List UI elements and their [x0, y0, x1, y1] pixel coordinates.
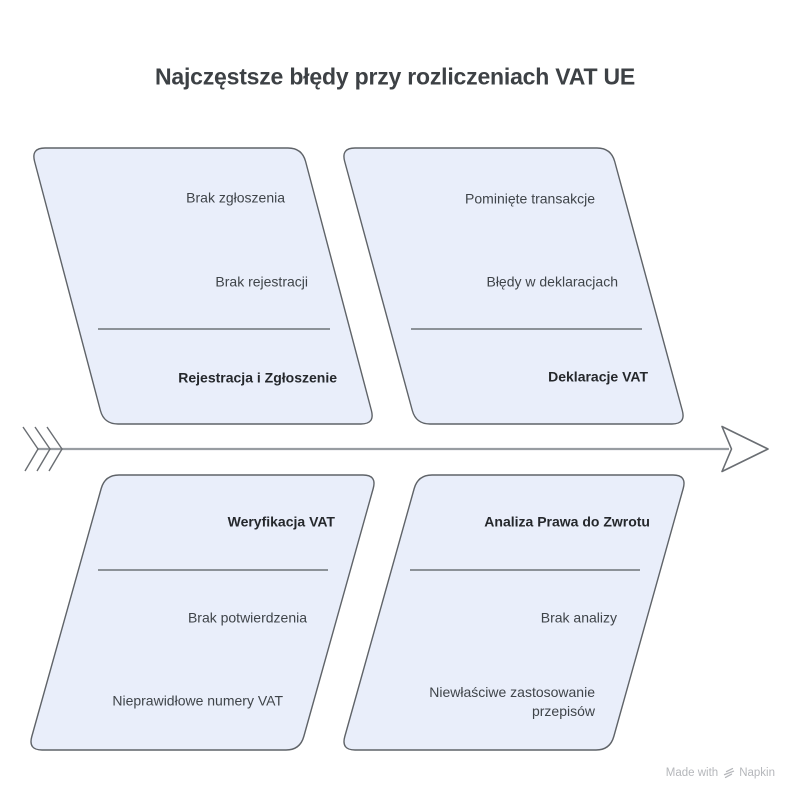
category-label-weryfikacja: Weryfikacja VAT: [227, 513, 335, 530]
page-title: Najczęstsze błędy przy rozliczeniach VAT…: [154, 63, 636, 90]
cause-item: Pominięte transakcje: [465, 190, 595, 207]
category-label-deklaracje: Deklaracje VAT: [548, 368, 648, 385]
category-label-rejestracja: Rejestracja i Zgłoszenie: [178, 369, 337, 386]
arrow-head: [721, 425, 769, 473]
panel-shape-weryfikacja: [30, 474, 375, 751]
cause-item: Nieprawidłowe numery VAT: [112, 692, 283, 709]
watermark: Made with Napkin: [666, 766, 775, 779]
watermark-brand-text: Napkin: [739, 766, 775, 779]
watermark-made-with-text: Made with: [665, 766, 719, 779]
cause-item: Brak zgłoszenia: [186, 189, 285, 206]
napkin-logo-icon: [722, 766, 735, 779]
arrow-feather: [34, 426, 51, 472]
cause-item: Brak potwierdzenia: [187, 609, 307, 626]
panel-shape-deklaracje: [343, 147, 684, 425]
panel-shape-analiza: [343, 474, 685, 751]
cause-item: Brak analizy: [540, 609, 617, 626]
panel-shape-rejestracja: [33, 147, 373, 425]
cause-item: Niewłaściwe zastosowanie przepisów: [429, 684, 595, 719]
arrow-feather: [22, 426, 39, 472]
category-label-analiza: Analiza Prawa do Zwrotu: [484, 513, 650, 530]
cause-item: Błędy w deklaracjach: [486, 273, 618, 290]
arrow-feather: [46, 426, 63, 472]
cause-item: Brak rejestracji: [215, 273, 308, 290]
